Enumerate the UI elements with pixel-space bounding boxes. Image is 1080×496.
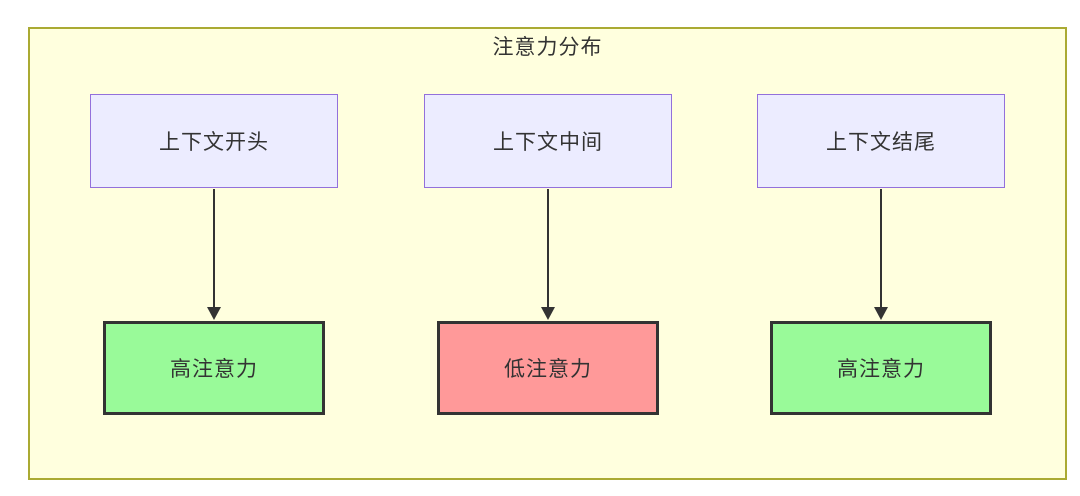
arrow-shaft bbox=[213, 189, 215, 308]
node-high-attention-right: 高注意力 bbox=[770, 321, 992, 415]
node-high-attention-left: 高注意力 bbox=[103, 321, 325, 415]
arrow-middle-to-low bbox=[541, 189, 555, 321]
arrow-end-to-high bbox=[874, 189, 888, 321]
arrowhead-icon bbox=[207, 307, 221, 320]
arrow-shaft bbox=[880, 189, 882, 308]
arrowhead-icon bbox=[874, 307, 888, 320]
node-low-attention-middle: 低注意力 bbox=[437, 321, 659, 415]
cluster-title: 注意力分布 bbox=[492, 36, 603, 59]
arrow-shaft bbox=[547, 189, 549, 308]
arrow-start-to-high bbox=[207, 189, 221, 321]
node-context-middle: 上下文中间 bbox=[424, 94, 672, 188]
arrowhead-icon bbox=[541, 307, 555, 320]
node-context-end: 上下文结尾 bbox=[757, 94, 1005, 188]
node-context-start: 上下文开头 bbox=[90, 94, 338, 188]
